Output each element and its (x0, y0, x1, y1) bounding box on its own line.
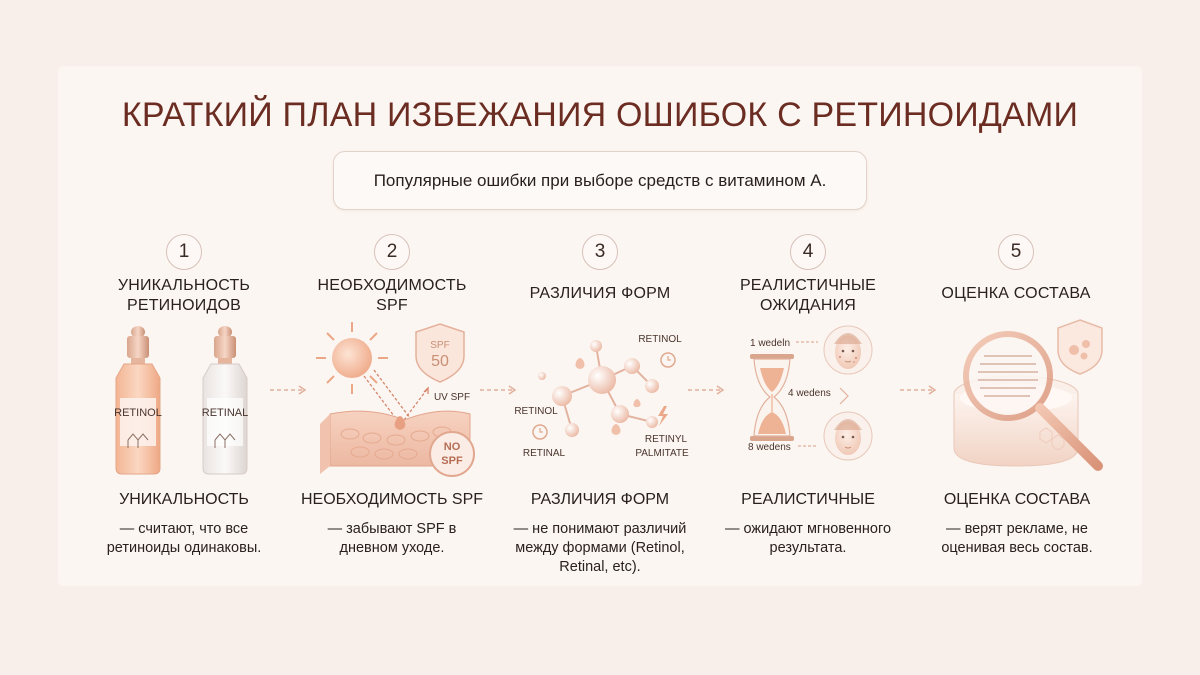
subtitle-text: Популярные ошибки при выборе средств с в… (373, 170, 827, 190)
step-number: 3 (582, 234, 618, 270)
spf-value: 50 (431, 353, 449, 370)
step-2-lower: НЕОБХОДИМОСТЬ SPF — забывают SPF в дневн… (287, 490, 497, 558)
form-label-retinol-left: RETINOL (514, 406, 558, 417)
step-4: 4 РЕАЛИСТИЧНЫЕ ОЖИДАНИЯ (708, 234, 908, 316)
arrow-right-icon (480, 385, 517, 395)
week-label-8: 8 wedens (748, 442, 791, 453)
step-3-lower: РАЗЛИЧИЯ ФОРМ — не понимают различий меж… (495, 490, 705, 577)
step-heading: ОЦЕНКА СОСТАВА (941, 285, 1091, 302)
arrow-right-icon (270, 385, 307, 395)
arrow-right-icon (688, 385, 725, 395)
lower-heading: РАЗЛИЧИЯ ФОРМ (530, 491, 670, 508)
spf-label: SPF (430, 340, 449, 351)
step-heading: РАЗЛИЧИЯ ФОРМ (529, 285, 671, 302)
bottle-label-retinol: RETINOL (114, 407, 162, 419)
arrow-right-icon (900, 385, 937, 395)
step-3: 3 РАЗЛИЧИЯ ФОРМ (500, 234, 700, 304)
step-5: 5 ОЦЕНКА СОСТАВА (916, 234, 1116, 304)
hourglass-results-illustration: 1 wedeln 4 wedens 8 wedens (720, 316, 920, 486)
step-heading: НЕОБХОДИМОСТЬ SPF (317, 277, 467, 314)
week-label-4: 4 wedens (788, 388, 831, 399)
form-label-retinol-top: RETINOL (638, 334, 682, 345)
step-description: — не понимают различий между формами (Re… (513, 521, 687, 575)
form-label-retinyl: RETINYL (645, 434, 688, 445)
lower-heading: НЕОБХОДИМОСТЬ SPF (300, 491, 484, 508)
step-4-lower: РЕАЛИСТИЧНЫЕ — ожидают мгновенного резул… (703, 490, 913, 558)
step-number: 5 (998, 234, 1034, 270)
step-1: 1 УНИКАЛЬНОСТЬ РЕТИНОИДОВ (84, 234, 284, 316)
step-number: 4 (790, 234, 826, 270)
step-description: — забывают SPF в дневном уходе. (327, 521, 457, 556)
week-label-1: 1 wedeln (750, 338, 790, 349)
step-1-lower: УНИКАЛЬНОСТЬ — считают, что все ретиноид… (79, 490, 289, 558)
lower-heading: РЕАЛИСТИЧНЫЕ (741, 491, 875, 508)
retinoid-bottles-illustration: RETINOL RETINAL (84, 316, 284, 486)
lower-heading: УНИКАЛЬНОСТЬ (119, 491, 249, 508)
subtitle-box: Популярные ошибки при выборе средств с в… (333, 151, 867, 210)
form-label-palmitate: PALMITATE (635, 448, 689, 459)
step-description: — ожидают мгновенного результата. (724, 521, 892, 556)
molecule-forms-illustration: RETINOL RETINOL RETINAL RETINYL PALMITAT… (512, 316, 712, 486)
lower-heading: ОЦЕНКА СОСТАВА (943, 491, 1091, 508)
no-spf-label: SPF (441, 455, 463, 467)
page-title: КРАТКИЙ ПЛАН ИЗБЕЖАНИЯ ОШИБОК С РЕТИНОИД… (121, 96, 1079, 134)
step-description: — верят рекламе, не оценивая весь состав… (941, 521, 1093, 556)
no-label: NO (444, 441, 461, 453)
magnifier-jar-illustration (930, 316, 1130, 486)
bottle-label-retinal: RETINAL (202, 407, 248, 419)
step-heading: УНИКАЛЬНОСТЬ РЕТИНОИДОВ (117, 277, 251, 314)
step-number: 1 (166, 234, 202, 270)
sun-skin-spf-illustration: SPF 50 UV SPF NO SPF (300, 316, 500, 486)
uv-spf-label: UV SPF (434, 392, 470, 403)
step-5-lower: ОЦЕНКА СОСТАВА — верят рекламе, не оцени… (912, 490, 1122, 558)
step-2: 2 НЕОБХОДИМОСТЬ SPF (292, 234, 492, 316)
step-heading: РЕАЛИСТИЧНЫЕ ОЖИДАНИЯ (739, 277, 877, 314)
form-label-retinal: RETINAL (523, 448, 566, 459)
step-number: 2 (374, 234, 410, 270)
step-description: — считают, что все ретиноиды одинаковы. (106, 521, 262, 556)
